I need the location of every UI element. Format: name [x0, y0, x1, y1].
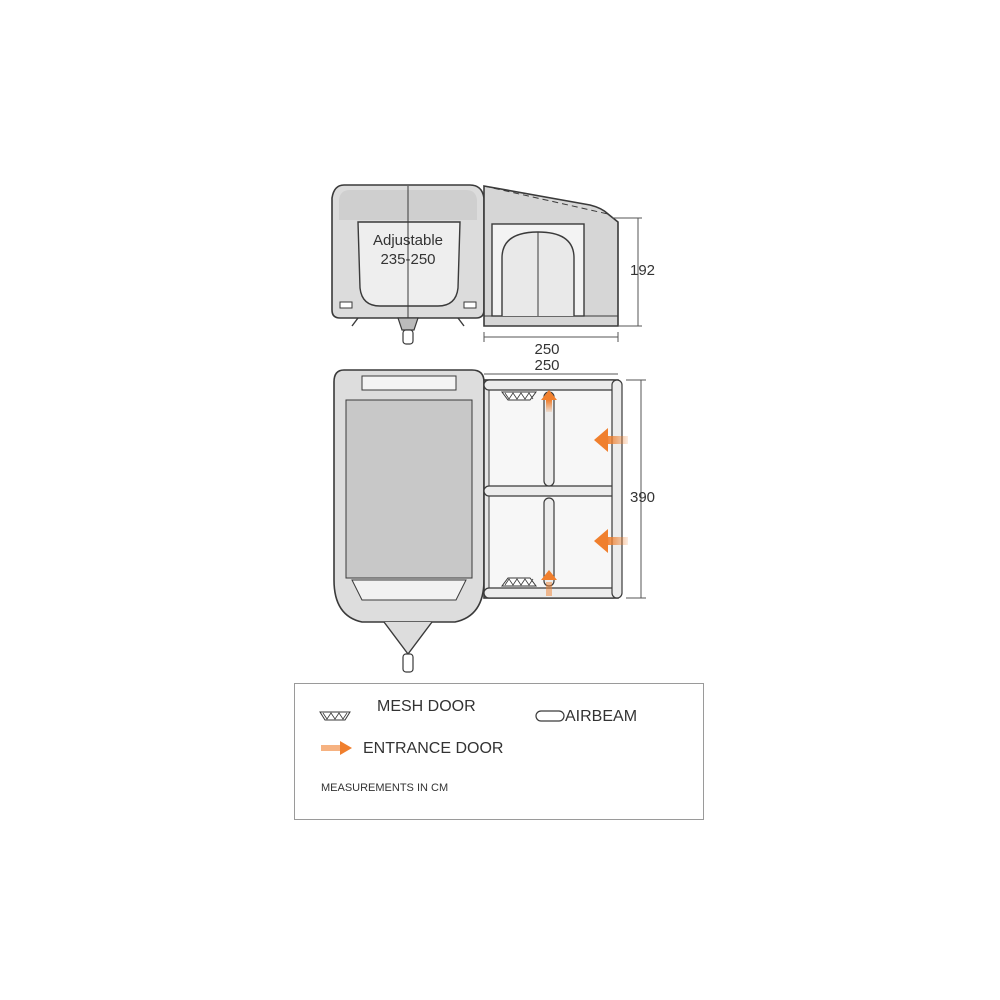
- adjustable-range: 235-250: [380, 251, 435, 268]
- adjustable-label: Adjustable: [373, 232, 443, 249]
- airbeam-middle: [483, 485, 619, 497]
- airbeam-top: [483, 379, 619, 391]
- mesh-door-top: [501, 391, 537, 401]
- depth-dimension: [626, 379, 646, 599]
- airbeam-icon: [535, 710, 565, 722]
- side-width-dimension: [483, 332, 619, 342]
- mesh-door-bottom: [501, 577, 537, 587]
- entrance-door-right-lower: [594, 529, 628, 553]
- mesh-door-icon: [319, 711, 351, 721]
- entrance-door-top: [541, 390, 557, 412]
- top-view: 250: [333, 357, 655, 673]
- caravan-top: [333, 369, 485, 673]
- legend-entrance-door: ENTRANCE DOOR: [363, 740, 504, 757]
- entrance-arrow-icon: [321, 741, 352, 755]
- top-width-label: 250: [534, 357, 559, 374]
- legend-airbeam: AIRBEAM: [565, 708, 638, 725]
- height-label: 192: [630, 262, 655, 279]
- airbeam-right: [611, 379, 623, 599]
- entrance-door-bottom: [541, 570, 557, 596]
- legend: MESH DOOR AIRBEAM ENTRANCE DOOR MEASUREM…: [294, 683, 704, 820]
- side-view: Adjustable 235-250 192 250: [331, 184, 655, 358]
- legend-mesh-door: MESH DOOR: [377, 698, 476, 715]
- depth-label: 390: [630, 489, 655, 506]
- caravan-rear: [331, 184, 485, 345]
- measurements-note: MEASUREMENTS IN CM: [321, 782, 449, 794]
- awning-floorplan: [483, 379, 628, 599]
- side-width-label: 250: [534, 341, 559, 358]
- entrance-door-right-upper: [594, 428, 628, 452]
- height-dimension: [612, 217, 642, 327]
- awning-side-profile: [483, 185, 619, 327]
